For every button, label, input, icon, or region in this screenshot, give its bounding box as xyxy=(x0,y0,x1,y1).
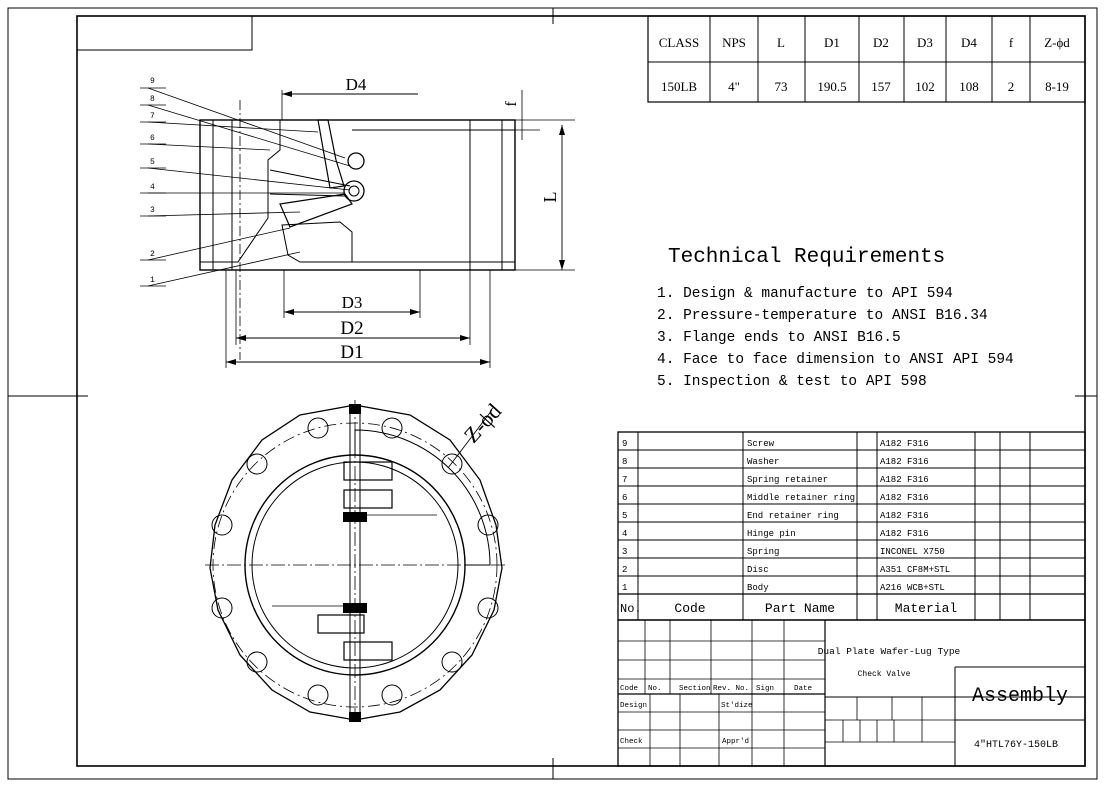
bom-row-part: Disc xyxy=(747,565,769,575)
tb-label-no: No. xyxy=(648,685,662,693)
leader-label-5: 5 xyxy=(150,158,155,167)
tech-req-item: 2. Pressure-temperature to ANSI B16.34 xyxy=(657,308,988,324)
leader-label-6: 6 xyxy=(150,134,155,143)
tb-product-line2: Check Valve xyxy=(858,670,911,679)
leader-label-7: 7 xyxy=(150,112,155,121)
tb-label-stdize: St'dize xyxy=(721,702,753,710)
tb-assembly: Assembly xyxy=(972,685,1068,708)
bom-row-part: Screw xyxy=(747,439,775,449)
bom-row-no: 3 xyxy=(622,547,627,557)
tb-product-line1: Dual Plate Wafer-Lug Type xyxy=(818,646,961,657)
bom-row-no: 2 xyxy=(622,565,627,575)
spec-value-d2: 157 xyxy=(871,79,891,94)
spec-header-d2: D2 xyxy=(873,35,889,50)
tech-req-item: 1. Design & manufacture to API 594 xyxy=(657,286,953,302)
bom-row-part: Washer xyxy=(747,457,779,467)
spec-header-class: CLASS xyxy=(659,35,699,50)
bom-row-no: 7 xyxy=(622,475,627,485)
bom-header-code: Code xyxy=(674,601,705,616)
spec-value-d1: 190.5 xyxy=(817,79,846,94)
tech-req-item: 4. Face to face dimension to ANSI API 59… xyxy=(657,352,1014,368)
bom-row-no: 1 xyxy=(622,583,627,593)
technical-requirements: Technical Requirements 1. Design & manuf… xyxy=(657,246,1014,390)
bom-row-material: A182 F316 xyxy=(880,493,929,503)
dim-label-zphi: Z-ϕd xyxy=(459,399,507,448)
tb-label-code: Code xyxy=(620,685,638,693)
bom-row-no: 5 xyxy=(622,511,627,521)
tb-label-sign: Sign xyxy=(756,685,774,693)
tb-label-section: Section xyxy=(679,685,711,693)
bom-row-material: A182 F316 xyxy=(880,475,929,485)
bom-row-no: 8 xyxy=(622,457,627,467)
side-section-view: 9 8 7 6 5 4 3 2 1 D4 f L D3 xyxy=(140,75,575,368)
tech-req-item: 3. Flange ends to ANSI B16.5 xyxy=(657,330,901,346)
tb-drawing-number: 4"HTL76Y-150LB xyxy=(974,739,1058,751)
spec-value-f: 2 xyxy=(1008,79,1015,94)
bom-row-material: A182 F316 xyxy=(880,457,929,467)
sheet-frame xyxy=(7,7,1098,780)
tech-req-item: 5. Inspection & test to API 598 xyxy=(657,374,927,390)
spec-header-d1: D1 xyxy=(824,35,840,50)
leader-lines: 9 8 7 6 5 4 3 2 1 xyxy=(140,77,351,287)
spec-header-l: L xyxy=(777,35,785,50)
dim-label-d4: D4 xyxy=(346,75,367,94)
bom-row-part: Spring xyxy=(747,547,779,557)
spec-value-nps: 4" xyxy=(728,79,740,94)
spec-value-class: 150LB xyxy=(661,79,697,94)
bom-row-material: A182 F316 xyxy=(880,511,929,521)
tb-label-rev-no: Rev. No. xyxy=(713,685,749,693)
dim-label-d3: D3 xyxy=(342,293,363,312)
spec-header-d3: D3 xyxy=(917,35,933,50)
spec-value-d4: 108 xyxy=(959,79,979,94)
bom-row-part: Spring retainer xyxy=(747,475,828,485)
bom-row-material: A351 CF8M+STL xyxy=(880,565,950,575)
bom-row-no: 9 xyxy=(622,439,627,449)
bom-row-no: 4 xyxy=(622,529,627,539)
spec-table: CLASS NPS L D1 D2 D3 D4 f Z-ϕd 150LB 4" … xyxy=(647,15,1086,103)
leader-label-1: 1 xyxy=(150,276,155,285)
dim-label-d1: D1 xyxy=(340,342,363,363)
leader-label-8: 8 xyxy=(150,95,155,104)
leader-label-3: 3 xyxy=(150,206,155,215)
dim-label-d2: D2 xyxy=(340,318,363,339)
bom-row-material: INCONEL X750 xyxy=(880,547,945,557)
dim-label-l: L xyxy=(540,192,560,203)
leader-label-9: 9 xyxy=(150,77,155,86)
bom-header-part: Part Name xyxy=(765,601,835,616)
tb-label-date: Date xyxy=(794,685,812,693)
tech-req-title: Technical Requirements xyxy=(668,246,945,269)
bom-row-material: A182 F316 xyxy=(880,439,929,449)
front-view: Z-ϕd xyxy=(205,399,506,725)
bom-row-material: A182 F316 xyxy=(880,529,929,539)
bom-header-no: No. xyxy=(620,602,642,616)
spec-header-nps: NPS xyxy=(722,35,746,50)
title-block: Code No. Section Rev. No. Sign Date Desi… xyxy=(617,619,1086,767)
bom-row-part: Body xyxy=(747,583,769,593)
bom-row-material: A216 WCB+STL xyxy=(880,583,945,593)
leader-label-2: 2 xyxy=(150,250,155,259)
dim-label-f: f xyxy=(503,101,520,107)
tb-label-check: Check xyxy=(620,738,643,746)
bom-row-part: Hinge pin xyxy=(747,529,796,539)
leader-label-4: 4 xyxy=(150,183,155,192)
tb-label-design: Design xyxy=(620,702,647,710)
bom-row-part: Middle retainer ring xyxy=(747,493,855,503)
spec-header-zd: Z-ϕd xyxy=(1044,35,1070,50)
bill-of-materials: 9 Screw A182 F316 8 Washer A182 F316 7 S… xyxy=(617,431,1086,621)
spec-value-l: 73 xyxy=(775,79,788,94)
spec-value-zd: 8-19 xyxy=(1045,79,1069,94)
tb-label-apprd: Appr'd xyxy=(722,738,749,746)
spec-header-f: f xyxy=(1009,35,1014,50)
bom-header-material: Material xyxy=(895,601,958,616)
spec-header-d4: D4 xyxy=(961,35,977,50)
spec-value-d3: 102 xyxy=(915,79,935,94)
bom-row-no: 6 xyxy=(622,493,627,503)
bom-row-part: End retainer ring xyxy=(747,511,839,521)
